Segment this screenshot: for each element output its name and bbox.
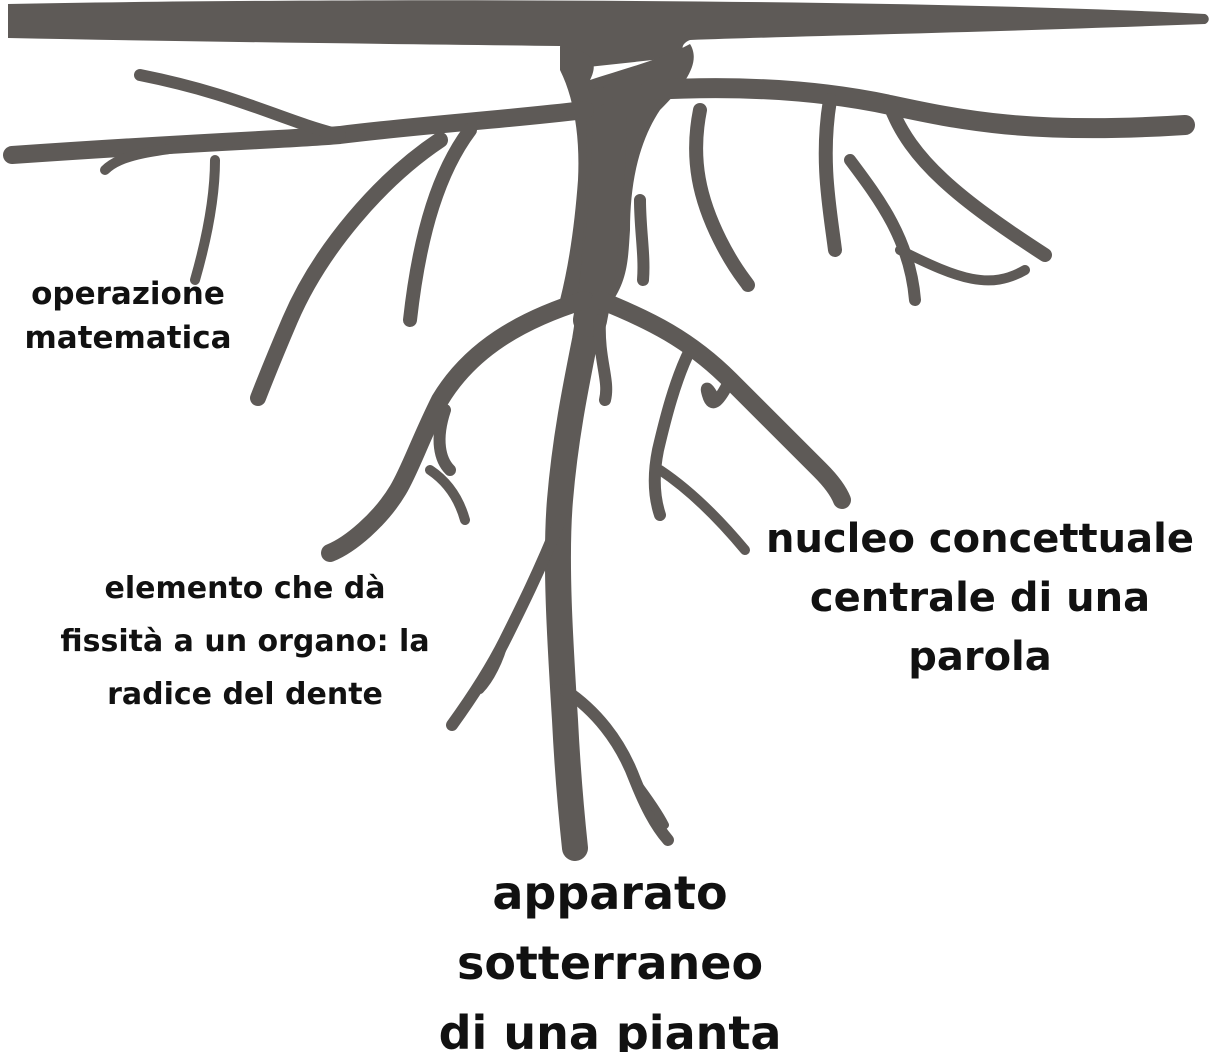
label-plant-line-1: apparato xyxy=(492,866,728,920)
label-tooth-line-2: fissità a un organo: la xyxy=(60,624,430,659)
label-plant-line-3: di una pianta xyxy=(438,1006,782,1052)
label-word-line-2: centrale di una xyxy=(809,575,1151,621)
label-plant-line-2: sotterraneo xyxy=(456,936,764,990)
label-word-line-1: nucleo concettuale xyxy=(766,516,1194,562)
root-shape xyxy=(3,0,1209,861)
ground-surface xyxy=(8,0,1209,70)
label-plant-root: apparato sotterraneo di una pianta xyxy=(400,858,820,1052)
label-tooth-line-1: elemento che dà xyxy=(104,571,386,606)
label-tooth-root: elemento che dà fissità a un organo: la … xyxy=(40,562,450,721)
label-word-core: nucleo concettuale centrale di una parol… xyxy=(760,510,1200,687)
label-tooth-line-3: radice del dente xyxy=(107,677,383,712)
label-math-operation: operazione matematica xyxy=(14,272,242,360)
label-math-line-1: operazione xyxy=(31,276,225,312)
label-math-line-2: matematica xyxy=(24,320,232,356)
label-word-line-3: parola xyxy=(908,634,1052,680)
